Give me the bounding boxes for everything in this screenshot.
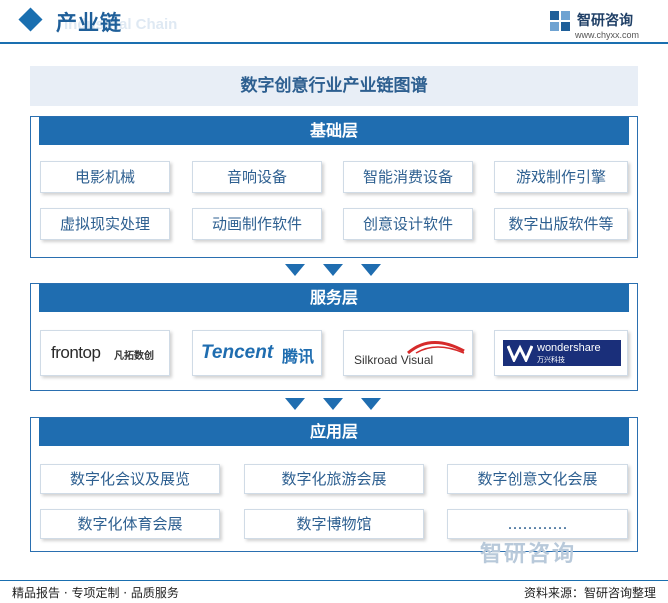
wondershare-logo: wondershare 万兴科技 bbox=[494, 330, 628, 376]
page-header: Industrial Chain 产业链 智研咨询 www.chyxx.com bbox=[0, 0, 668, 44]
watermark: 智研咨询 bbox=[480, 542, 577, 567]
diamond-icon bbox=[18, 7, 43, 32]
service-layer-title: 服务层 bbox=[39, 284, 629, 312]
base-item: 电影机械 bbox=[40, 161, 170, 193]
flow-arrows bbox=[0, 264, 668, 278]
application-layer: 应用层 数字化会议及展览 数字化旅游会展 数字创意文化会展 数字化体育会展 数字… bbox=[30, 417, 638, 552]
tencent-logo-text: Tencent bbox=[201, 342, 274, 363]
down-arrow-icon bbox=[323, 398, 343, 410]
silkroad-logo-text: Silkroad Visual bbox=[354, 353, 434, 367]
brand-name: 智研咨询 bbox=[577, 13, 633, 29]
flow-arrows bbox=[0, 398, 668, 412]
frontop-logo-cn: 凡拓数创 bbox=[114, 351, 154, 362]
footer-source: 资料来源：智研咨询整理 bbox=[523, 586, 656, 600]
header-divider bbox=[0, 42, 668, 44]
base-item: 虚拟现实处理 bbox=[40, 208, 170, 240]
down-arrow-icon bbox=[361, 264, 381, 276]
base-item: 音响设备 bbox=[192, 161, 322, 193]
application-item: 数字化旅游会展 bbox=[244, 464, 424, 494]
header-subtitle: Industrial Chain bbox=[64, 16, 178, 33]
tencent-logo: Tencent 腾讯 bbox=[192, 330, 322, 376]
base-item: 智能消费设备 bbox=[343, 161, 473, 193]
base-layer: 基础层 电影机械 音响设备 智能消费设备 游戏制作引擎 虚拟现实处理 动画制作软… bbox=[30, 116, 638, 258]
wondershare-logo-text: wondershare bbox=[537, 342, 601, 354]
down-arrow-icon bbox=[323, 264, 343, 276]
wondershare-w-icon bbox=[507, 344, 533, 362]
diagram-title: 数字创意行业产业链图谱 bbox=[30, 66, 638, 106]
application-item: ………… bbox=[447, 509, 628, 539]
application-item: 数字博物馆 bbox=[244, 509, 424, 539]
brand-logo: 智研咨询 www.chyxx.com bbox=[549, 8, 654, 44]
base-item: 游戏制作引擎 bbox=[494, 161, 628, 193]
header-title: 产业链 bbox=[56, 11, 122, 35]
brand-logo-icon bbox=[550, 11, 570, 31]
base-item: 动画制作软件 bbox=[192, 208, 322, 240]
application-item: 数字化体育会展 bbox=[40, 509, 220, 539]
footer-divider bbox=[0, 580, 668, 581]
silkroad-swoosh-icon bbox=[407, 341, 465, 355]
application-layer-title: 应用层 bbox=[39, 418, 629, 446]
footer-slogan: 精品报告 · 专项定制 · 品质服务 bbox=[12, 586, 179, 600]
frontop-logo-text: frontop bbox=[51, 343, 101, 362]
frontop-logo: frontop 凡拓数创 bbox=[40, 330, 170, 376]
application-item: 数字创意文化会展 bbox=[447, 464, 628, 494]
down-arrow-icon bbox=[361, 398, 381, 410]
base-item: 创意设计软件 bbox=[343, 208, 473, 240]
base-layer-title: 基础层 bbox=[39, 117, 629, 145]
service-layer: 服务层 frontop 凡拓数创 Tencent 腾讯 Silkroad Vis… bbox=[30, 283, 638, 391]
silkroad-logo: Silkroad Visual bbox=[343, 330, 473, 376]
page-footer: 精品报告 · 专项定制 · 品质服务 资料来源：智研咨询整理 bbox=[0, 580, 668, 603]
down-arrow-icon bbox=[285, 398, 305, 410]
application-item: 数字化会议及展览 bbox=[40, 464, 220, 494]
wondershare-logo-cn: 万兴科技 bbox=[537, 356, 565, 364]
brand-url: www.chyxx.com bbox=[575, 30, 640, 40]
down-arrow-icon bbox=[285, 264, 305, 276]
base-item: 数字出版软件等 bbox=[494, 208, 628, 240]
tencent-logo-cn: 腾讯 bbox=[282, 347, 315, 366]
